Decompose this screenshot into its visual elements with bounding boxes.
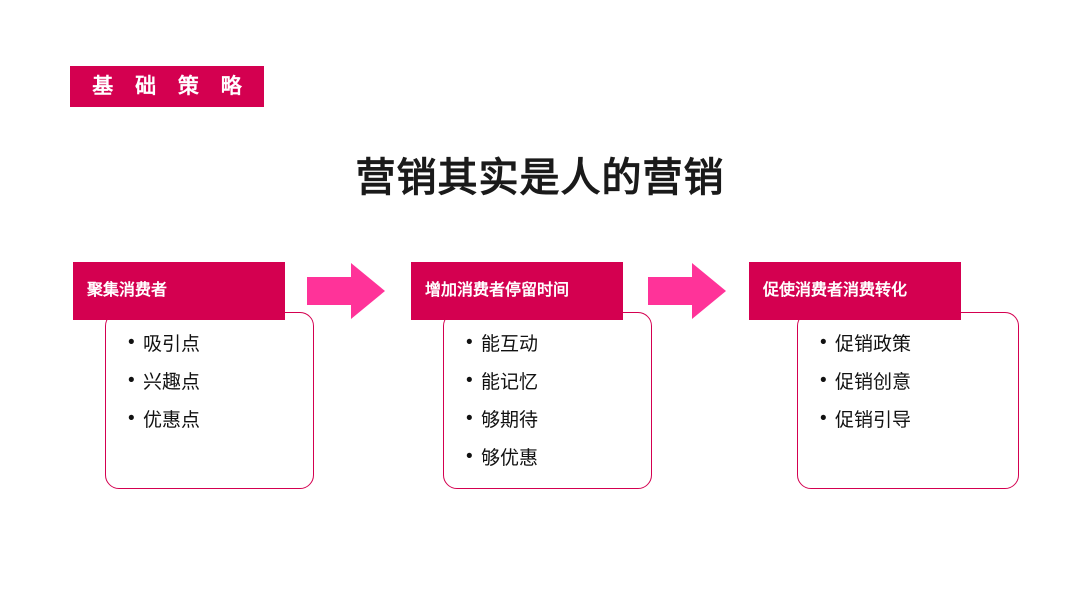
page-title: 营销其实是人的营销 [355, 156, 725, 200]
list-item: 优惠点 [128, 409, 313, 430]
list-item: 促销政策 [820, 333, 1018, 354]
section-tag-badge: 基 础 策 略 [70, 66, 264, 107]
process-column-1-body: 吸引点 兴趣点 优惠点 [105, 312, 314, 489]
process-column-1-list: 吸引点 兴趣点 优惠点 [128, 333, 313, 430]
process-column-3-header-label: 促使消费者消费转化 [763, 282, 908, 300]
list-item: 兴趣点 [128, 371, 313, 392]
process-column-2-body: 能互动 能记忆 够期待 够优惠 [443, 312, 652, 489]
list-item: 吸引点 [128, 333, 313, 354]
process-column-2-list: 能互动 能记忆 够期待 够优惠 [466, 333, 651, 468]
section-tag-label: 基 础 策 略 [92, 75, 250, 98]
list-item: 促销创意 [820, 371, 1018, 392]
process-column-2-header-label: 增加消费者停留时间 [425, 282, 570, 300]
arrow-right-icon [648, 263, 726, 319]
list-item: 促销引导 [820, 409, 1018, 430]
list-item: 能互动 [466, 333, 651, 354]
process-column-1-header: 聚集消费者 [73, 262, 285, 320]
process-column-1-header-label: 聚集消费者 [87, 282, 168, 300]
list-item: 够优惠 [466, 447, 651, 468]
process-column-3-body: 促销政策 促销创意 促销引导 [797, 312, 1019, 489]
process-column-3-list: 促销政策 促销创意 促销引导 [820, 333, 1018, 430]
list-item: 能记忆 [466, 371, 651, 392]
process-columns: 吸引点 兴趣点 优惠点 聚集消费者 能互动 能记忆 够期待 够优惠 增加消费者停… [0, 262, 1080, 502]
process-column-2-header: 增加消费者停留时间 [411, 262, 623, 320]
list-item: 够期待 [466, 409, 651, 430]
arrow-right-icon [307, 263, 385, 319]
process-column-3-header: 促使消费者消费转化 [749, 262, 961, 320]
